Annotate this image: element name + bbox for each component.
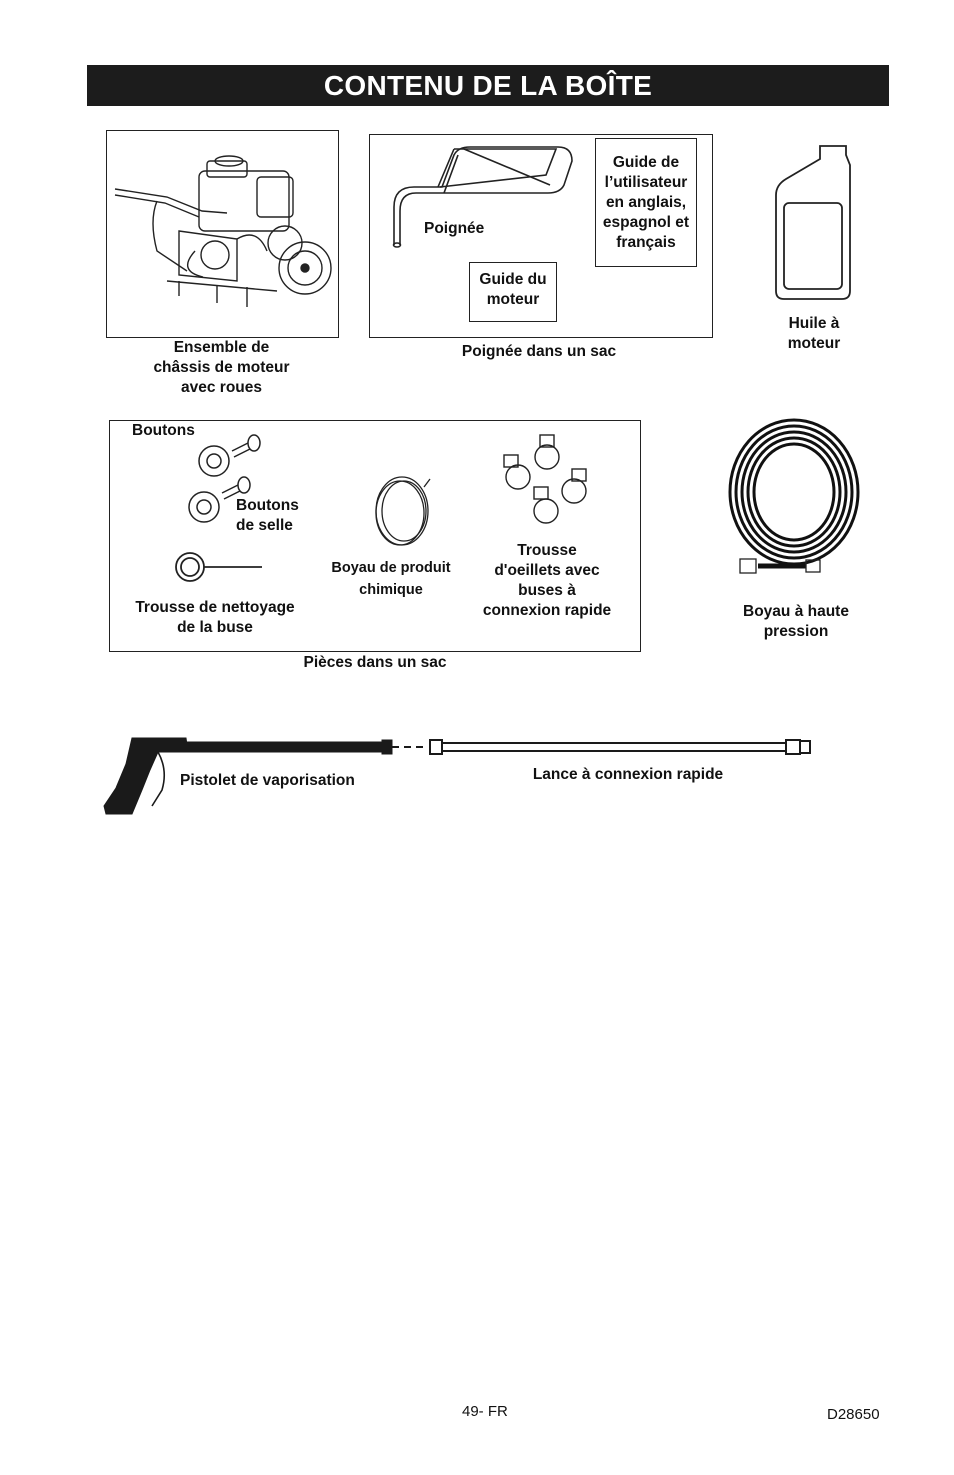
hp-hose-label: Boyau à haute pression (743, 603, 849, 640)
nozzle-kit-label: Trousse d'oeillets avec buses à connexio… (482, 542, 612, 619)
cleaning-kit-label: Trousse de nettoyage de la buse (135, 599, 295, 636)
handle-bag-box: Poignée Guide de l’utilisateur en anglai… (369, 134, 713, 338)
hose-coil-icon (728, 418, 860, 574)
knobs-label: Boutons (132, 422, 195, 439)
engine-frame-label: Ensemble de châssis de moteur avec roues (153, 339, 290, 396)
wand-icon (392, 739, 811, 755)
parts-bag-box: Boutons Boutons de selle Trousse de nett… (109, 420, 641, 652)
engine-guide-label: Guide du moteur (479, 271, 547, 308)
handle-label: Poignée (424, 220, 485, 237)
user-guide-label: Guide de l’utilisateur en anglais, espag… (602, 154, 690, 251)
seat-knobs-label: Boutons de selle (236, 497, 299, 534)
chemical-hose-icon (375, 476, 431, 546)
spray-gun-label: Pistolet de vaporisation (180, 772, 355, 789)
handle-bag-label: Poignée dans un sac (461, 343, 617, 360)
page-title: CONTENU DE LA BOÎTE (87, 65, 889, 106)
engine-oil-label: Huile à moteur (787, 315, 841, 352)
document-code: D28650 (827, 1406, 880, 1423)
parts-bag-label: Pièces dans un sac (303, 654, 447, 671)
wand-label: Lance à connexion rapide (532, 766, 724, 783)
oil-bottle-icon (775, 145, 851, 300)
engine-frame-illustration (114, 155, 332, 307)
knobs-icon (188, 434, 261, 523)
chemical-hose-label: Boyau de produit chimique (331, 560, 451, 598)
handle-illustration (392, 146, 573, 248)
engine-guide-box: Guide du moteur (469, 262, 557, 322)
cleaning-tool-icon (175, 552, 262, 582)
page-number: 49- FR (462, 1403, 508, 1420)
user-guide-box: Guide de l’utilisateur en anglais, espag… (595, 138, 697, 267)
spray-gun-icon (103, 737, 393, 815)
nozzles-icon (503, 434, 587, 524)
engine-frame-box (106, 130, 339, 338)
